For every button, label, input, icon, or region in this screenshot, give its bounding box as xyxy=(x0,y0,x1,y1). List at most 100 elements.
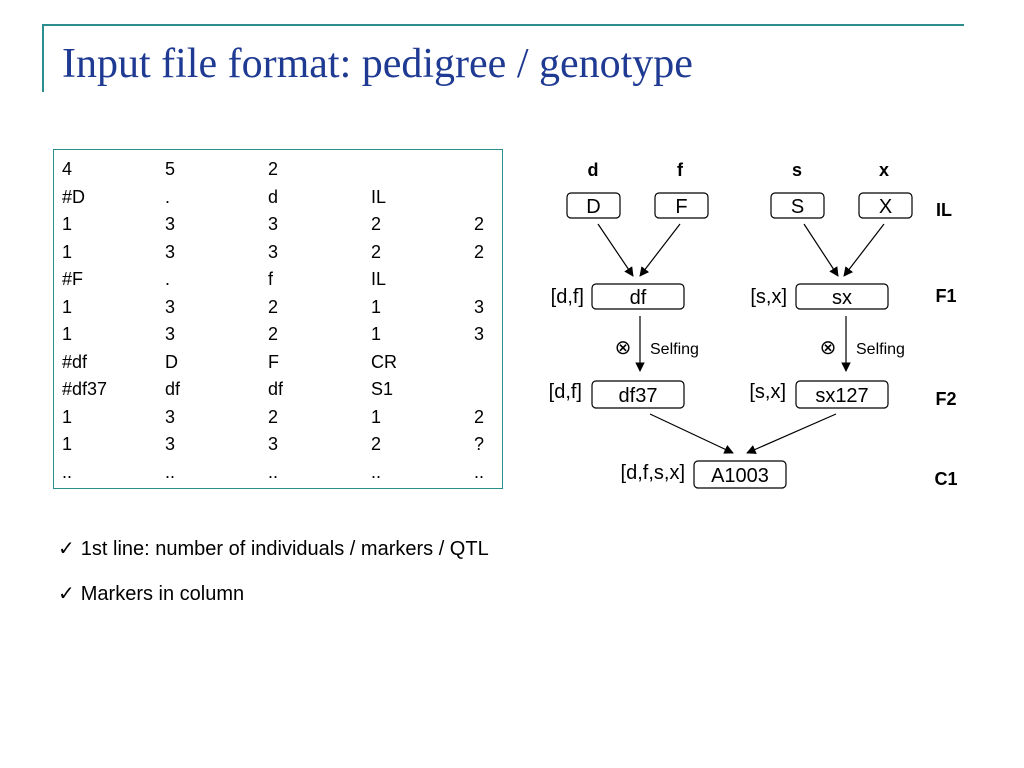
node-F: F xyxy=(654,192,709,219)
file-cell: CR xyxy=(371,351,397,372)
parent-header-f: f xyxy=(677,160,684,180)
file-row: #F. f IL xyxy=(62,266,494,294)
node-D: D xyxy=(566,192,621,219)
node-X: X xyxy=(858,192,913,219)
file-cell: IL xyxy=(371,269,387,290)
file-cell: . xyxy=(165,269,171,290)
node-S-label: S xyxy=(791,196,804,218)
file-cell: 1 xyxy=(62,214,73,235)
arrow-sx127-to-A1003 xyxy=(746,413,837,454)
file-row: 1 3 3 2? xyxy=(62,431,494,459)
file-cell: df xyxy=(165,379,181,400)
selfing-label-right: Selfing xyxy=(856,341,905,358)
node-S: S xyxy=(770,192,825,219)
file-cell: 3 xyxy=(165,324,176,345)
file-cell: 3 xyxy=(165,406,176,427)
notes-list: ✓ 1st line: number of individuals / marke… xyxy=(58,536,489,626)
file-cell: 3 xyxy=(268,214,279,235)
file-cell: ? xyxy=(474,434,485,455)
generation-IL: IL xyxy=(936,200,952,220)
node-sx127-label: sx127 xyxy=(815,385,868,407)
file-cell: #F xyxy=(62,269,84,290)
note-item: ✓1st line: number of individuals / marke… xyxy=(58,536,489,561)
arrow-S-to-sx xyxy=(803,223,839,277)
parent-header-d: d xyxy=(588,160,599,180)
file-cell: 3 xyxy=(165,434,176,455)
file-cell: 2 xyxy=(474,406,485,427)
generation-F2: F2 xyxy=(935,389,956,409)
arrow-D-to-df xyxy=(597,223,634,277)
file-cell: 2 xyxy=(371,241,382,262)
file-cell: 1 xyxy=(62,296,73,317)
file-cell: 2 xyxy=(268,406,279,427)
file-cell: 2 xyxy=(474,214,485,235)
file-cell: S1 xyxy=(371,379,394,400)
file-cell: 1 xyxy=(62,434,73,455)
file-cell: .. xyxy=(371,461,382,482)
file-cell: d xyxy=(268,186,279,207)
file-cell: .. xyxy=(165,461,176,482)
file-cell: .. xyxy=(62,461,73,482)
generation-F1: F1 xyxy=(935,286,956,306)
selfing-symbol-left: ⊗ xyxy=(615,337,632,359)
note-text: Markers in column xyxy=(80,583,245,605)
file-cell: 3 xyxy=(474,296,485,317)
file-cell: 5 xyxy=(165,159,176,180)
file-cell: 2 xyxy=(268,159,279,180)
file-cell: D xyxy=(165,351,178,372)
node-X-label: X xyxy=(879,196,892,218)
file-cell: .. xyxy=(474,461,485,482)
file-cell: df xyxy=(268,379,284,400)
file-row: .......... xyxy=(62,459,494,487)
file-cell: 2 xyxy=(268,296,279,317)
file-row: 1 3 2 1 2 xyxy=(62,404,494,432)
bracket-sx127: [s,x] xyxy=(749,381,786,403)
node-D-label: D xyxy=(586,196,600,218)
file-cell: 3 xyxy=(474,324,485,345)
note-text: 1st line: number of individuals / marker… xyxy=(80,538,489,560)
file-row: #df D F CR xyxy=(62,349,494,377)
file-cell: 1 xyxy=(371,406,382,427)
file-cell: .. xyxy=(268,461,279,482)
arrow-F-to-df xyxy=(639,223,681,277)
page-title: Input file format: pedigree / genotype xyxy=(62,41,693,87)
file-cell: F xyxy=(268,351,279,372)
node-sx: sx xyxy=(795,283,889,310)
selfing-label-left: Selfing xyxy=(650,341,699,358)
file-cell: 4 xyxy=(62,159,73,180)
bracket-sx: [s,x] xyxy=(750,286,787,308)
file-row: 4 5 2 xyxy=(62,156,494,184)
file-cell: f xyxy=(268,269,274,290)
file-cell: 1 xyxy=(62,406,73,427)
file-cell: 2 xyxy=(371,434,382,455)
bracket-df37: [d,f] xyxy=(549,381,582,403)
node-df37: df37 xyxy=(591,380,685,409)
node-df37-label: df37 xyxy=(619,385,658,407)
node-sx127: sx127 xyxy=(795,380,889,409)
file-row: 1 3 2 1 3 xyxy=(62,294,494,322)
node-A1003-label: A1003 xyxy=(711,465,769,487)
arrow-X-to-sx xyxy=(843,223,885,277)
node-F-label: F xyxy=(675,196,687,218)
parent-header-s: s xyxy=(792,160,802,180)
file-cell: #D xyxy=(62,186,86,207)
node-sx-label: sx xyxy=(832,287,852,309)
check-icon: ✓ xyxy=(58,583,75,605)
file-cell: 3 xyxy=(165,296,176,317)
file-cell: 3 xyxy=(268,434,279,455)
bracket-df: [d,f] xyxy=(551,286,584,308)
parent-header-x: x xyxy=(879,160,889,180)
node-df-label: df xyxy=(630,287,647,309)
file-cell: 1 xyxy=(371,296,382,317)
file-cell: 1 xyxy=(371,324,382,345)
file-cell: #df xyxy=(62,351,88,372)
file-cell: 3 xyxy=(268,241,279,262)
file-cell: 3 xyxy=(165,241,176,262)
bracket-A1003: [d,f,s,x] xyxy=(621,462,685,484)
